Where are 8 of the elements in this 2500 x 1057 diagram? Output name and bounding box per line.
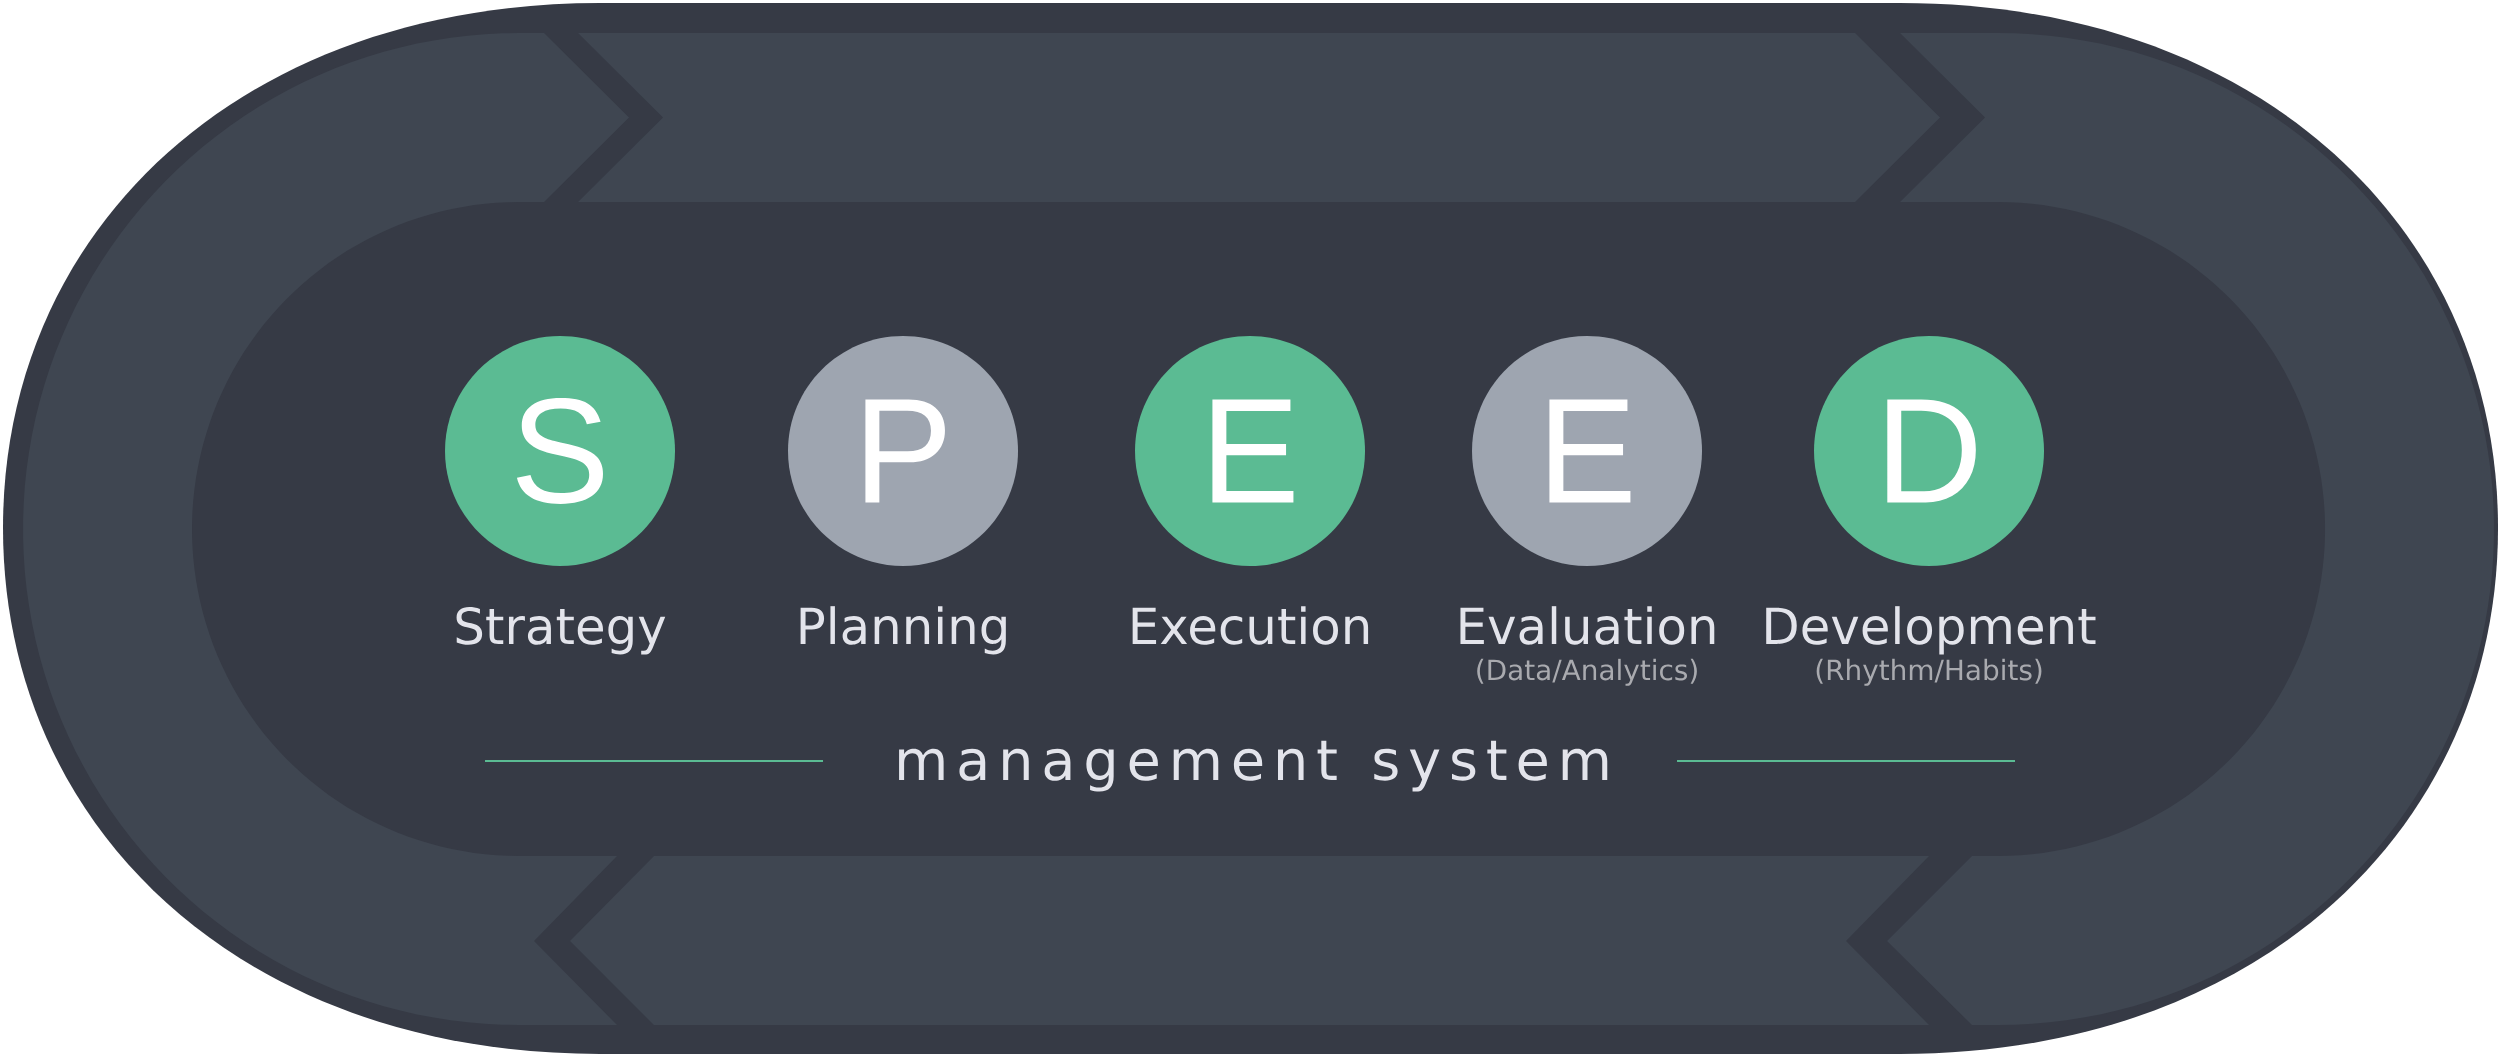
step-sublabel: (Rhythm/Habits) xyxy=(1816,658,2042,686)
step-label: Execution xyxy=(1132,606,1369,645)
step-label: Strategy xyxy=(456,607,666,655)
step-label: Planning xyxy=(800,606,1006,655)
step-label: Evaluation xyxy=(1460,606,1715,645)
caption-text: management system xyxy=(899,740,1608,792)
step-sublabel: (Data/Analytics) xyxy=(1477,658,1697,686)
step-label: Development xyxy=(1766,606,2096,655)
